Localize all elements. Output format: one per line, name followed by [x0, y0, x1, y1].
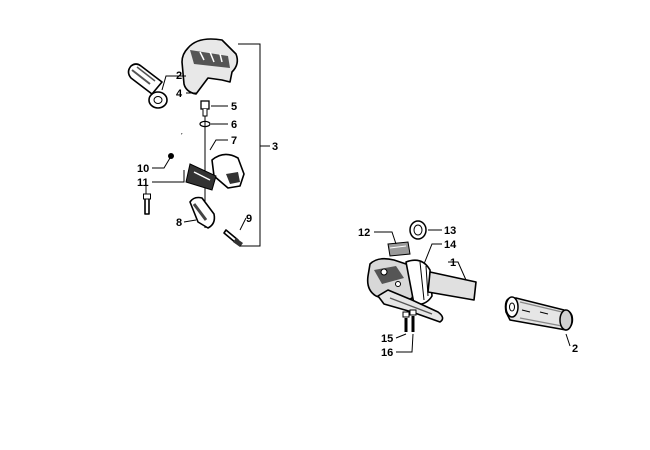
callout-4: 4: [176, 88, 183, 100]
right-grip: [504, 296, 574, 331]
callout-16: 16: [381, 347, 393, 359]
callout-13: 13: [444, 225, 456, 237]
bolt-9: [223, 229, 243, 247]
callout-6: 6: [231, 119, 237, 131]
leader-lines: [145, 43, 571, 353]
callout-15: 15: [381, 333, 393, 345]
callout-3: 3: [272, 141, 278, 153]
left-grip: [127, 63, 168, 109]
callout-1: 1: [450, 257, 456, 269]
callout-5: 5: [231, 101, 237, 113]
callout-2-right: 2: [572, 343, 578, 355]
nut-10: [168, 153, 174, 159]
handlebar-cover: [181, 38, 239, 95]
callout-14: 14: [444, 239, 457, 251]
callout-2-left: 2: [176, 70, 182, 82]
callout-11: 11: [137, 177, 149, 189]
callout-10: 10: [137, 163, 149, 175]
handlebar-clamp: [185, 153, 245, 191]
decal-12: [387, 241, 411, 257]
callouts: 1 2 2 3 4 5 6 7 8 9 10 11 12 13 14 15 16: [137, 70, 578, 359]
lower-clamp: [189, 196, 216, 229]
throttle-control-assembly: [366, 257, 477, 332]
callout-7: 7: [231, 135, 237, 147]
callout-12: 12: [358, 227, 370, 239]
callout-9: 9: [246, 213, 252, 225]
bolt-11: [143, 193, 151, 215]
callout-8: 8: [176, 217, 182, 229]
washer-13: [409, 220, 427, 240]
